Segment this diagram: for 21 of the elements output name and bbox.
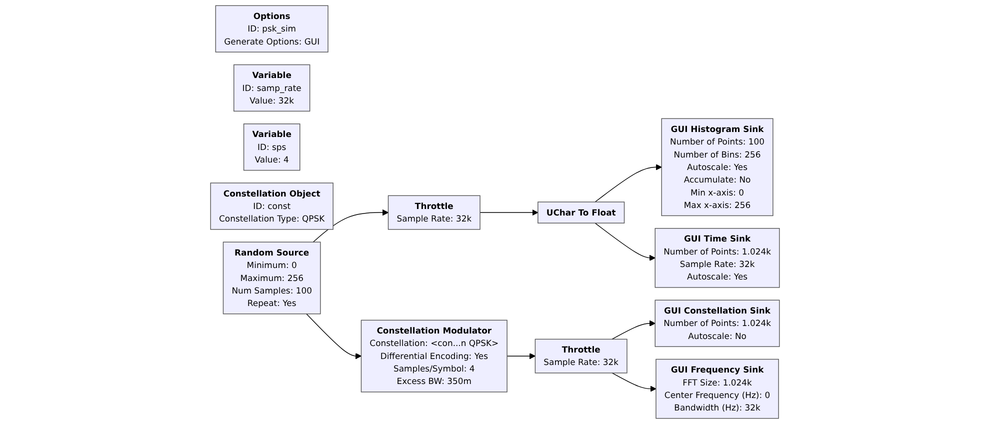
node-box: UChar To Float bbox=[538, 202, 625, 224]
node-box: Variable ID: samp_rate Value: 32k bbox=[234, 64, 310, 112]
arrow bbox=[312, 209, 389, 242]
node-box: Throttle Sample Rate: 32k bbox=[388, 195, 480, 230]
node-box: Throttle Sample Rate: 32k bbox=[534, 338, 628, 374]
node-box: GUI Histogram Sink Number of Points: 100 Number of Bins: 256 Autoscale: Yes Accumulate: No Min x-axis: 0 Max x-axis: 256 bbox=[661, 118, 774, 216]
node-box: Random Source Minimum: 0 Maximum: 256 Num Samples: 100 Repeat: Yes bbox=[222, 242, 321, 314]
node-box: Variable ID: sps Value: 4 bbox=[243, 124, 300, 171]
node-box: GUI Time Sink Number of Points: 1.024k Sample Rate: 32k Autoscale: Yes bbox=[654, 228, 780, 288]
arrow bbox=[480, 209, 538, 216]
arrow bbox=[612, 372, 656, 392]
node-box: Constellation Object ID: const Constellation Type: QPSK bbox=[210, 182, 334, 230]
arrow bbox=[612, 320, 656, 340]
node-box: GUI Constellation Sink Number of Points: 1.024k Autoscale: No bbox=[654, 300, 780, 347]
arrow bbox=[506, 353, 536, 360]
node-box: Constellation Modulator Constellation: <con...n QPSK> Differential Encoding: Yes Samples/Symbol: 4 Excess BW: 350m bbox=[360, 320, 508, 392]
arrow bbox=[594, 164, 662, 202]
arrow bbox=[594, 222, 656, 262]
node-box: GUI Frequency Sink FFT Size: 1.024k Center Frequency (Hz): 0 Bandwidth (Hz): 32k bbox=[656, 358, 779, 419]
arrow bbox=[306, 314, 362, 360]
node-box: Options ID: psk_sim Generate Options: GUI bbox=[215, 5, 328, 52]
